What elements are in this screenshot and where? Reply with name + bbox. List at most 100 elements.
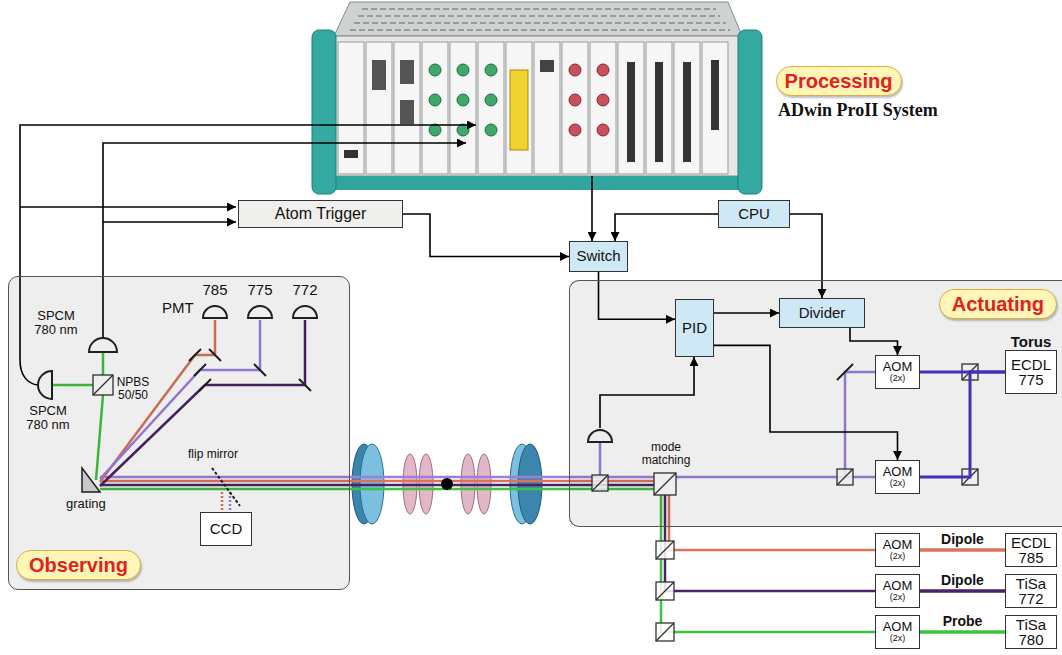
bnc-socket	[485, 124, 497, 136]
beam-connector	[920, 589, 1005, 593]
bnc-socket	[569, 124, 581, 136]
divider-box: Divider	[779, 298, 865, 328]
optic-label: grating	[66, 497, 106, 511]
bnc-socket	[429, 94, 441, 106]
label-holder: SPCM 780 nm	[22, 404, 74, 433]
rack-card	[646, 42, 672, 174]
signal-connector	[615, 214, 718, 241]
rack-card	[590, 42, 616, 174]
node-text: CCD	[210, 521, 243, 538]
card-connector	[655, 62, 663, 162]
beam-label: Probe	[941, 614, 985, 629]
section-title: Actuating	[952, 293, 1044, 315]
card-port	[344, 150, 358, 158]
rack-vents	[350, 9, 730, 30]
rack-card	[562, 42, 588, 174]
node-text: CPU	[738, 206, 770, 223]
rack-card	[394, 42, 420, 174]
beam-splitter	[656, 582, 674, 600]
beam-splitter	[656, 582, 674, 600]
label-holder: PMT	[162, 300, 194, 317]
card-connector	[627, 62, 635, 162]
label-holder: flip mirror	[188, 448, 238, 461]
system-name: ADwin ProII System	[778, 101, 938, 121]
bnc-socket	[429, 64, 441, 76]
beam-connector	[920, 548, 1005, 552]
modulator-box: AOM(2x)	[875, 355, 920, 389]
laser-name: Torus	[1011, 334, 1052, 349]
node-text: (2x)	[890, 593, 906, 603]
card-connector	[711, 60, 719, 130]
node-text: AOM	[883, 620, 913, 634]
bnc-socket	[457, 94, 469, 106]
section-panel: ActuatingPIDDividerAOM(2x)TorusECDL 775A…	[569, 280, 1062, 527]
label-holder: SPCM 780 nm	[30, 309, 82, 338]
bnc-socket	[597, 94, 609, 106]
signal-wire	[20, 206, 236, 208]
rack-front	[332, 36, 742, 176]
label-holder: mode matching	[635, 441, 697, 467]
node-text: Processing	[785, 70, 893, 92]
switch-box: Switch	[569, 241, 628, 272]
rack-top	[334, 2, 742, 36]
rack-card	[338, 42, 364, 174]
card-port	[400, 60, 414, 84]
section-badge: Actuating	[939, 289, 1057, 319]
wavelength-label: 775	[247, 282, 273, 299]
node-text: (2x)	[890, 374, 906, 384]
rack-card	[702, 42, 728, 174]
card-port	[540, 60, 554, 72]
node-text: ECDL 775	[1009, 357, 1053, 387]
laser-box: ECDL 785	[1005, 533, 1057, 567]
node-text: AOM	[883, 538, 913, 552]
process-box: CPU	[718, 200, 790, 228]
beam-label: Dipole	[939, 573, 986, 588]
node-text: (2x)	[890, 634, 906, 644]
section-title: Observing	[29, 554, 128, 576]
rack-card	[450, 42, 476, 174]
rack-card	[618, 42, 644, 174]
label-holder: ADwin ProII System	[778, 101, 938, 121]
terminal-block	[510, 70, 528, 150]
beam-splitter	[656, 623, 674, 641]
bnc-socket	[457, 64, 469, 76]
beam-connector	[920, 630, 1005, 634]
rack-card	[674, 42, 700, 174]
bnc-socket	[597, 124, 609, 136]
node-text: TiSa 772	[1009, 576, 1053, 606]
adwin-rack	[312, 2, 762, 194]
node-text: ECDL 785	[1009, 535, 1053, 565]
bnc-socket	[569, 64, 581, 76]
node-text: Divider	[799, 305, 846, 322]
node-text: PID	[682, 320, 707, 337]
node-text: TiSa 780	[1009, 617, 1053, 647]
heading-holder: Torus	[1011, 334, 1052, 349]
rack-handle	[312, 30, 336, 194]
beam-label: Dipole	[939, 532, 986, 547]
signal-wire	[591, 176, 593, 241]
rack-card	[534, 42, 560, 174]
detector-label: SPCM 780 nm	[30, 309, 82, 338]
node-text: (2x)	[890, 552, 906, 562]
detector-label: PMT	[162, 300, 194, 317]
wavelength-label: 785	[202, 282, 228, 299]
detector-label: SPCM 780 nm	[22, 404, 74, 433]
rack-card	[478, 42, 504, 174]
beam-splitter	[656, 541, 674, 559]
rack-card	[422, 42, 448, 174]
edge-label-holder: Probe	[941, 614, 985, 629]
section-badge: Observing	[16, 550, 141, 580]
node-text: AOM	[883, 360, 913, 374]
signal-connector	[403, 214, 569, 257]
bnc-socket	[485, 64, 497, 76]
label-holder: 785	[202, 282, 228, 299]
signal-wire	[103, 221, 236, 223]
modulator-box: AOM(2x)	[875, 533, 920, 567]
label-holder: 772	[292, 282, 318, 299]
optic-label: flip mirror	[188, 448, 238, 461]
laser-box: TiSa 780	[1005, 615, 1057, 649]
node-text: (2x)	[890, 479, 906, 489]
controller-box: PID	[675, 299, 714, 357]
